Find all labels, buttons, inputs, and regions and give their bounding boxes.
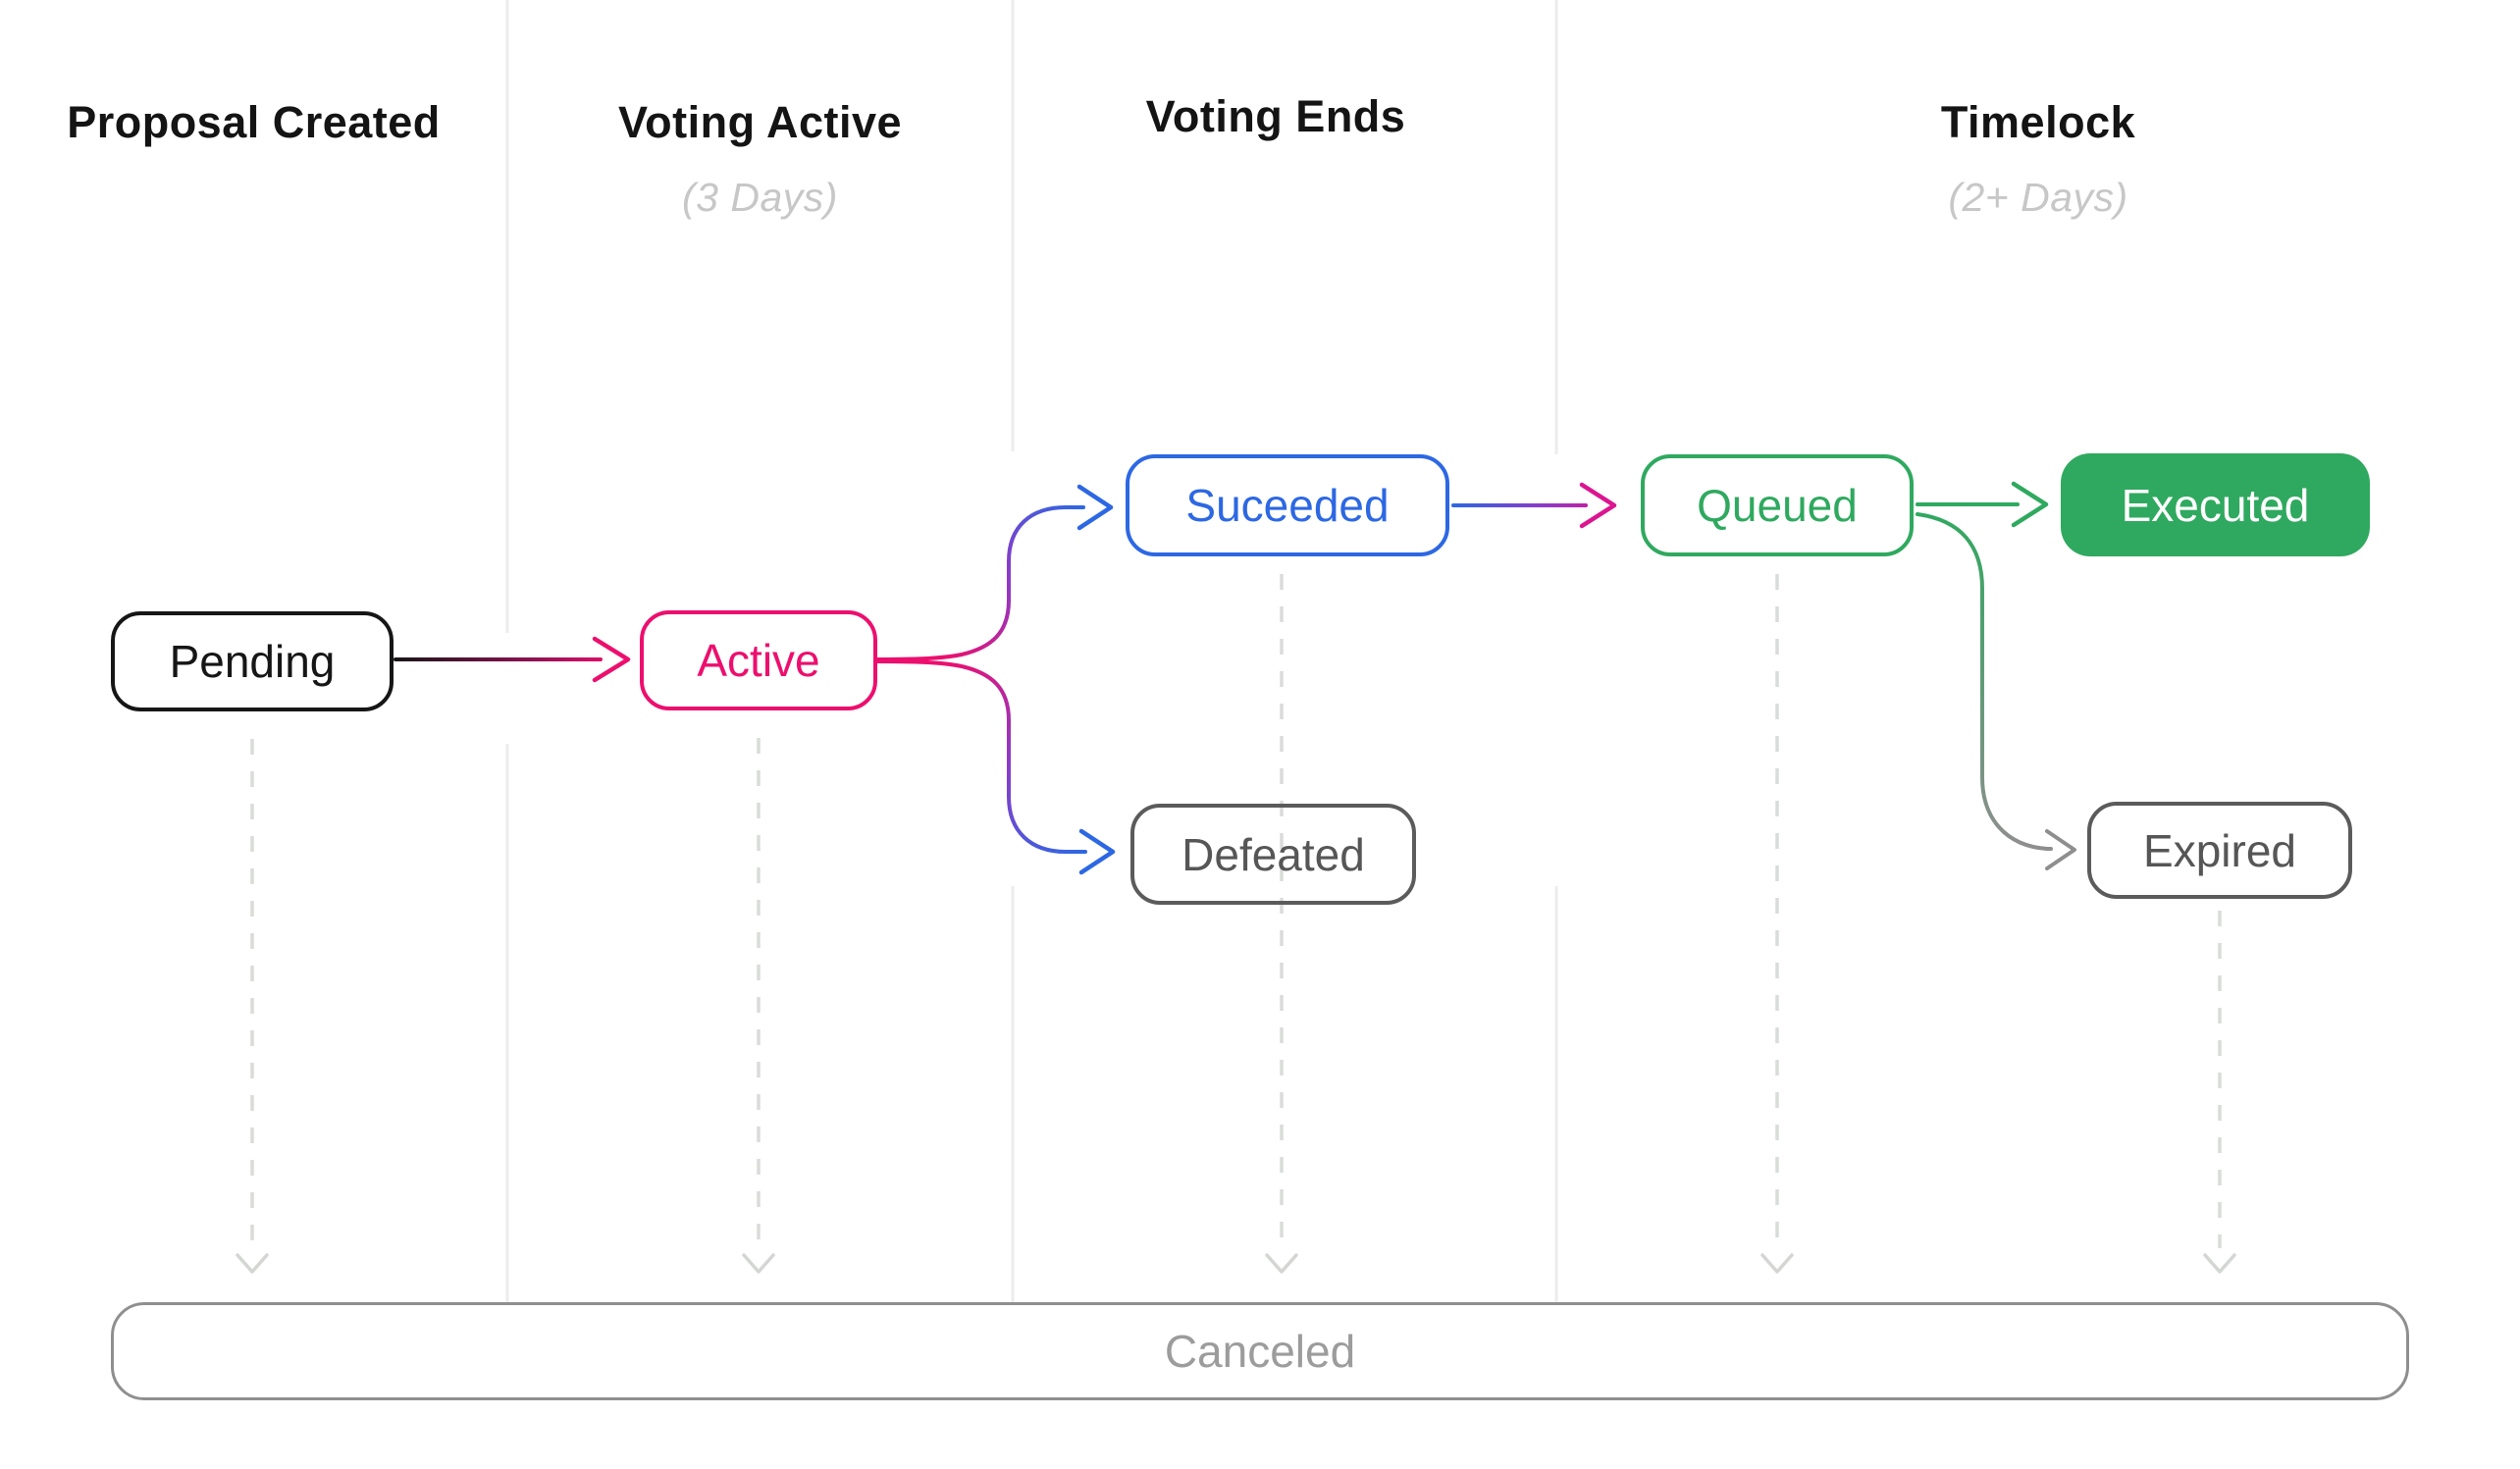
edge-active-succeeded	[875, 505, 1085, 661]
arrowhead-right-icon	[2011, 481, 2049, 528]
edge-queued-expired	[1916, 512, 2053, 851]
arrowhead-right-icon	[2045, 829, 2076, 870]
state-node-succeeded: Suceeded	[1126, 454, 1449, 556]
column-header-voting-ends: Voting Ends	[1145, 91, 1406, 141]
state-node-active: Active	[640, 610, 877, 710]
column-subtitle-timelock: (2+ Days)	[1948, 174, 2128, 220]
state-node-pending: Pending	[111, 611, 394, 711]
state-node-canceled: Canceled	[111, 1302, 2409, 1400]
arrowhead-right-icon	[1579, 482, 1617, 529]
state-node-expired: Expired	[2087, 802, 2352, 899]
chevron-down-icon	[236, 1253, 269, 1274]
state-node-executed: Executed	[2061, 453, 2370, 556]
column-separators	[505, 0, 1558, 1302]
chevron-down-icon	[742, 1253, 775, 1274]
arrowhead-right-icon	[1076, 484, 1114, 531]
arrowhead-right-icon	[1078, 828, 1116, 875]
column-header-timelock: Timelock	[1940, 97, 2136, 147]
chevron-down-icon	[2203, 1253, 2236, 1274]
cancel-drop-arrowheads	[236, 1253, 2236, 1274]
column-header-proposal-created: Proposal Created	[67, 97, 441, 147]
arrowhead-right-icon	[592, 636, 631, 683]
state-node-defeated: Defeated	[1130, 804, 1416, 905]
state-node-queued: Queued	[1641, 454, 1914, 556]
cancel-drop-lines	[250, 574, 2222, 1248]
chevron-down-icon	[1760, 1253, 1794, 1274]
edge-active-defeated	[875, 659, 1087, 854]
chevron-down-icon	[1265, 1253, 1298, 1274]
column-header-voting-active: Voting Active	[617, 97, 903, 147]
column-subtitle-voting-active: (3 Days)	[682, 174, 838, 220]
